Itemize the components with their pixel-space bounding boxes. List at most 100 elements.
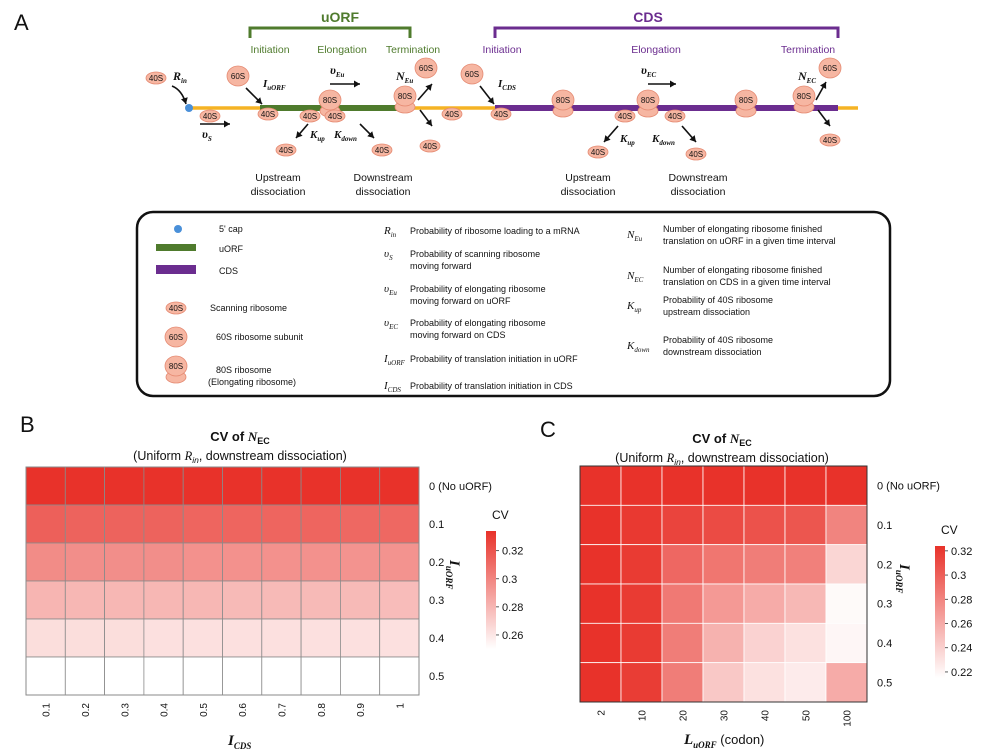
symbol-sub: down xyxy=(634,346,650,354)
heatmap-cell xyxy=(784,662,827,703)
cds-bracket xyxy=(493,26,840,38)
symbol-main: N xyxy=(626,229,635,241)
ribosome-60s-label: 60S xyxy=(823,64,837,73)
heatmap-cell xyxy=(620,465,663,506)
legend-text: uORF xyxy=(219,244,244,254)
heatmap-cell xyxy=(104,504,145,544)
dissociation-label: Upstream xyxy=(565,172,611,184)
arrow-head xyxy=(604,135,611,142)
symbol-label: Kup xyxy=(619,133,635,147)
heatmap-cell xyxy=(25,618,66,658)
symbol-main: υ xyxy=(384,283,389,295)
legend-uorf-icon xyxy=(156,244,196,251)
ribosome-60s-label: 60S xyxy=(465,70,479,79)
ribosome-40s-shape xyxy=(441,107,463,121)
symbol-main: υ xyxy=(202,127,208,141)
symbol-sub: uORF xyxy=(894,570,904,594)
heatmap-cell xyxy=(784,622,827,664)
chart-title: CV of NEC xyxy=(210,429,270,446)
x-tick-label: 20 xyxy=(679,710,690,722)
colorbar-tick-label: 0.28 xyxy=(502,602,523,614)
heatmap-cell xyxy=(579,662,622,703)
ribosome-80s-large xyxy=(318,89,342,111)
arrow-icon xyxy=(603,125,619,143)
heatmap-cell xyxy=(261,618,302,658)
x-tick-label: 1 xyxy=(395,703,406,709)
ribosome-60s-shape xyxy=(226,65,250,87)
dissociation-label: dissociation xyxy=(561,186,616,198)
heatmap-cell xyxy=(702,662,745,703)
heatmap-cell xyxy=(64,504,106,544)
heatmap-cell xyxy=(64,542,106,582)
ribosome-40S-icon: 40S xyxy=(145,71,167,85)
ribosome-40s-shape xyxy=(685,147,707,161)
colorbar-title: CV xyxy=(492,508,509,522)
title-part: N xyxy=(729,431,740,446)
ribosome-80s-large xyxy=(551,89,575,111)
heatmap-cell xyxy=(25,656,66,696)
legend-symbol: υEu xyxy=(384,283,397,297)
symbol-label: υEC xyxy=(641,63,657,79)
heatmap-cell xyxy=(743,465,786,506)
y-tick-label: 0.5 xyxy=(429,671,444,683)
symbol-label: Rin xyxy=(172,69,187,85)
heatmap-cell xyxy=(379,504,420,544)
symbol-label: Kup xyxy=(309,129,325,143)
x-axis-label: ICDS xyxy=(227,733,251,750)
x-tick-label: 100 xyxy=(843,710,854,727)
ribosome-40s-label: 40S xyxy=(668,112,682,121)
colorbar-tick-label: 0.26 xyxy=(502,630,523,642)
symbol-suffix: (codon) xyxy=(717,732,765,747)
legend-symbol: NEC xyxy=(626,270,644,284)
symbol-main: N xyxy=(395,69,406,83)
arrow-icon xyxy=(815,81,827,101)
heatmap-cell xyxy=(25,466,66,506)
y-tick-label: 0.1 xyxy=(429,519,444,531)
heatmap-cell xyxy=(661,622,704,664)
heatmap-cell xyxy=(743,622,786,664)
uorf-phase-label: Elongation xyxy=(317,44,367,56)
dissociation-label: Downstream xyxy=(669,172,728,184)
ribosome-40S-icon: 40S xyxy=(165,301,187,315)
title-part: N xyxy=(247,429,258,444)
symbol-main: I xyxy=(383,353,389,365)
heatmap-cell xyxy=(143,504,184,544)
heatmap-cell xyxy=(104,580,145,620)
heatmap-cell xyxy=(702,583,745,624)
heatmap-cell xyxy=(379,466,420,506)
ribosome-80S-icon: 80S xyxy=(393,85,417,114)
legend-text: Probability of 40S ribosome xyxy=(663,295,773,305)
symbol-sub: CDS xyxy=(234,741,252,750)
heatmap-cell xyxy=(182,656,223,696)
colorbar-tick-label: 0.22 xyxy=(951,667,972,679)
heatmap-cell xyxy=(339,656,381,696)
colorbar-tick-label: 0.3 xyxy=(951,570,966,582)
heatmap-cell xyxy=(300,618,341,658)
title-part: CV of xyxy=(692,431,730,446)
title-part: EC xyxy=(257,436,270,446)
legend-symbol: Kdown xyxy=(626,340,650,354)
symbol-sub: up xyxy=(317,135,325,143)
ribosome-40s-label: 40S xyxy=(279,146,293,155)
x-tick-label: 40 xyxy=(761,710,772,722)
heatmap-cell xyxy=(25,542,66,582)
arrow-icon xyxy=(295,123,309,139)
heatmap-cell xyxy=(743,583,786,624)
heatmap-cell xyxy=(339,618,381,658)
ribosome-40s-shape xyxy=(275,143,297,157)
subtitle-part: , downstream dissociation) xyxy=(681,451,829,465)
arrow-icon xyxy=(479,85,495,105)
x-tick-label: 2 xyxy=(597,710,608,716)
heatmap-cell xyxy=(379,618,420,658)
legend-text: Probability of 40S ribosome xyxy=(663,335,773,345)
symbol-sub: CDS xyxy=(388,386,402,394)
cds-phase-label: Initiation xyxy=(482,44,521,56)
y-tick-label: 0 (No uORF) xyxy=(877,481,940,493)
x-tick-label: 0.3 xyxy=(120,703,131,717)
arrow-head xyxy=(296,131,303,138)
legend-symbol: ICDS xyxy=(383,380,401,394)
heatmap-cell xyxy=(784,583,827,624)
ribosome-40S-icon: 40S xyxy=(257,107,279,121)
ribosome-40S-icon: 40S xyxy=(324,109,346,123)
symbol-sub: EC xyxy=(806,77,817,85)
